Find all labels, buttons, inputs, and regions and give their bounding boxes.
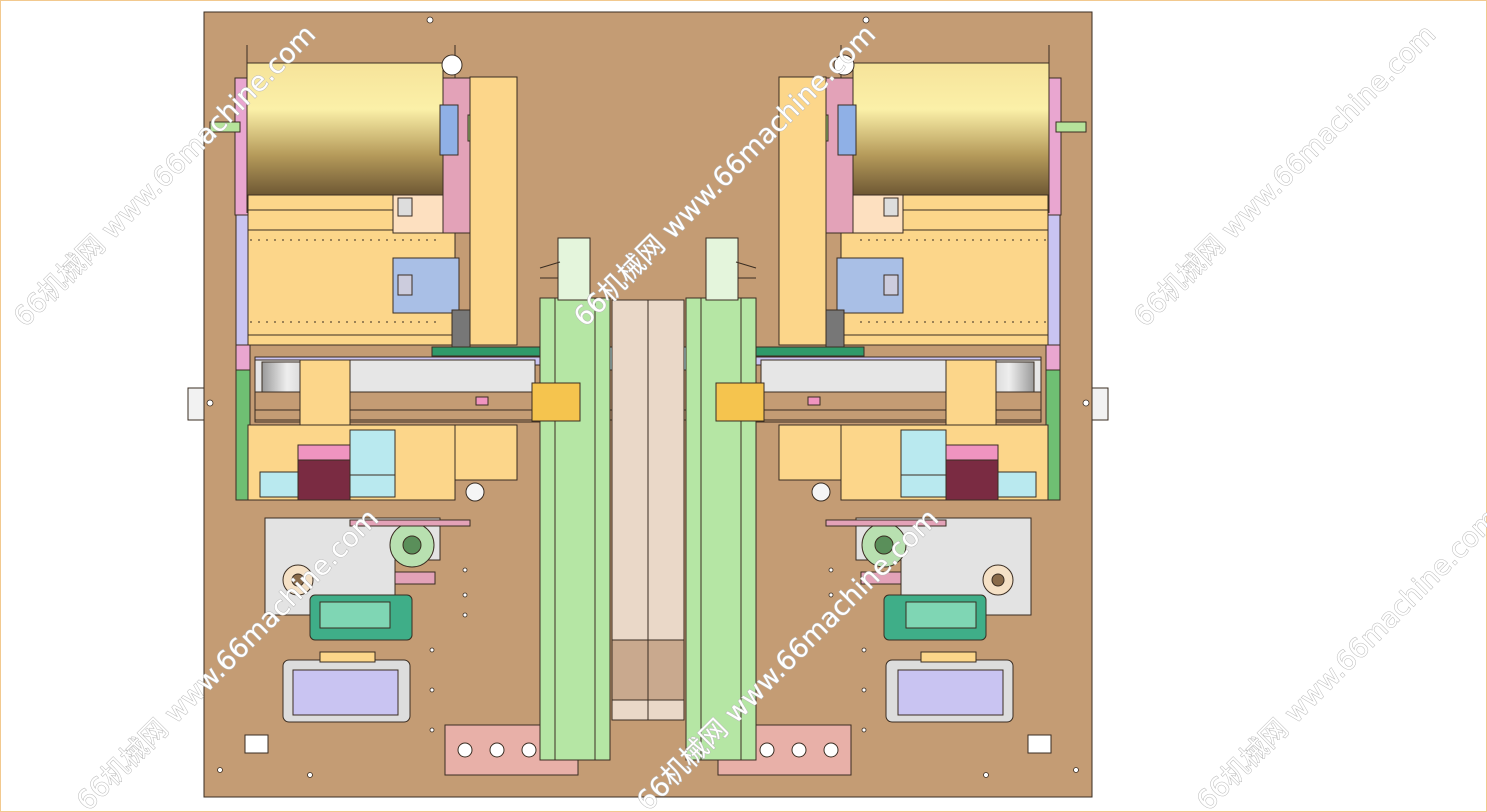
watermark: 66机械网 www.66machine.com xyxy=(1128,19,1442,333)
watermark: 66机械网 www.66machine.com xyxy=(1191,503,1487,812)
